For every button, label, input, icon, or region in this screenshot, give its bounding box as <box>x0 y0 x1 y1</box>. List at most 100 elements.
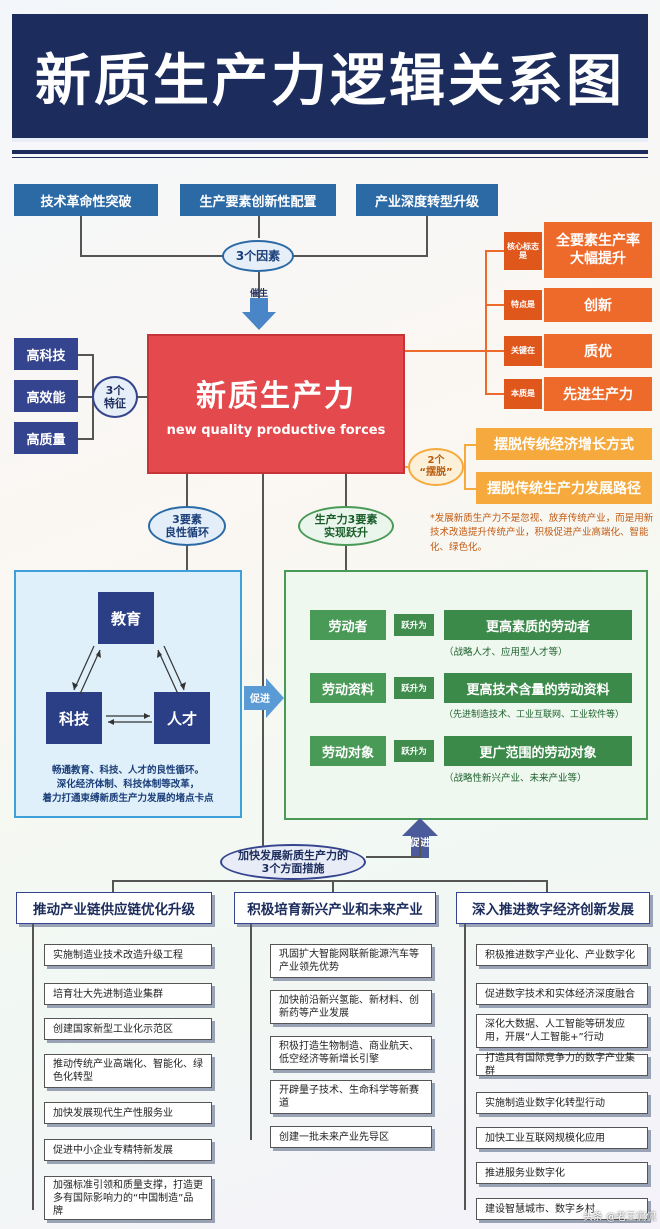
column-head-emerging-industries: 积极培育新兴产业和未来产业 <box>234 892 436 924</box>
node-talent: 人才 <box>154 692 210 744</box>
column-1-item: 促进中小企业专精特新发展 <box>44 1139 212 1161</box>
cycle-description: 畅通教育、科技、人才的良性循环。 深化经济体制、科技体制等改革， 着力打通束缚新… <box>18 764 238 805</box>
attr-label-feature: 特点是 <box>504 290 542 320</box>
column-1-item: 实施制造业技术改造升级工程 <box>44 944 212 966</box>
element-means: 劳动资料 <box>310 673 386 703</box>
leap-label: 跃升为 <box>394 677 434 699</box>
column-2-item: 巩固扩大智能网联新能源汽车等产业领先优势 <box>270 944 432 978</box>
connector <box>485 250 505 252</box>
element-means-sub: （先进制造技术、工业互联网、工业软件等） <box>444 710 625 720</box>
column-3-item: 推进服务业数字化 <box>476 1162 648 1184</box>
column-1-item: 创建国家新型工业化示范区 <box>44 1018 212 1040</box>
connector <box>112 880 546 882</box>
leap-badge-line1: 生产力3要素 <box>314 512 378 526</box>
connector <box>366 856 420 858</box>
connector <box>78 438 92 440</box>
column-3-item: 加快工业互联网规模化应用 <box>476 1127 648 1149</box>
node-education: 教育 <box>98 592 154 644</box>
column-3-item: 深化大数据、人工智能等研发应用，开展“人工智能+”行动 <box>476 1014 648 1048</box>
column-spine <box>464 924 466 1210</box>
leap-label: 跃升为 <box>394 614 434 636</box>
connector <box>419 840 421 858</box>
element-means-upgraded: 更高技术含量的劳动资料 <box>444 673 632 703</box>
measures-badge-line1: 加快发展新质生产力的 <box>238 848 348 862</box>
connector <box>485 393 505 395</box>
column-1-item: 培育壮大先进制造业集群 <box>44 983 212 1005</box>
connector <box>258 272 260 306</box>
column-2-item: 加快前沿新兴氢能、新材料、创新药等产业发展 <box>270 990 432 1024</box>
connector <box>136 396 147 398</box>
feature-high-tech: 高科技 <box>14 338 78 370</box>
connector <box>78 396 92 398</box>
page-title: 新质生产力逻辑关系图 <box>35 48 625 114</box>
title-divider-thin <box>12 157 648 158</box>
column-1-item: 加快发展现代生产性服务业 <box>44 1102 212 1124</box>
catalyze-label: 催生 <box>249 289 268 299</box>
connector <box>426 216 428 256</box>
connector <box>464 488 476 490</box>
connector <box>485 250 487 394</box>
column-2-item: 积极打造生物制造、商业航天、低空经济等新增长引擎 <box>270 1036 432 1070</box>
title-banner: 新质生产力逻辑关系图 <box>12 14 648 142</box>
leap-badge-line2: 实现跃升 <box>324 526 368 539</box>
element-object-sub: （战略性新兴产业、未来产业等） <box>444 773 587 784</box>
elements-leap-badge: 生产力3要素 实现跃升 <box>298 506 394 546</box>
leap-label: 跃升为 <box>394 740 434 762</box>
features-badge-line1: 3个 <box>105 383 125 397</box>
core-subtitle: new quality productive forces <box>166 422 386 438</box>
measures-badge-line2: 3个方面措施 <box>261 862 325 875</box>
attr-label-core-sign: 核心标志是 <box>504 232 542 270</box>
connector <box>405 350 487 352</box>
breakaway-growth-mode: 摆脱传统经济增长方式 <box>476 428 652 460</box>
watermark: 头条 @老王侃侃 <box>582 1212 656 1223</box>
column-2-item: 开辟量子技术、生命科学等新赛道 <box>270 1080 432 1114</box>
element-labor-upgraded: 更高素质的劳动者 <box>444 610 632 640</box>
factor-box-allocation: 生产要素创新性配置 <box>180 184 336 216</box>
cycle-badge-line1: 3要素 <box>172 512 202 526</box>
breakaway-development-path: 摆脱传统生产力发展路径 <box>476 472 652 504</box>
column-3-item: 促进数字技术和实体经济深度融合 <box>476 983 648 1005</box>
cycle-desc-line2: 深化经济体制、科技体制等改革， <box>56 778 200 790</box>
feature-high-efficiency: 高效能 <box>14 380 78 412</box>
column-head-digital-economy: 深入推进数字经济创新发展 <box>456 892 650 924</box>
column-1-item: 推动传统产业高端化、智能化、绿色化转型 <box>44 1054 212 1088</box>
factor-box-upgrade: 产业深度转型升级 <box>356 184 498 216</box>
attr-value-tfp: 全要素生产率大幅提升 <box>544 222 652 278</box>
column-spine <box>32 924 34 1210</box>
node-technology: 科技 <box>46 692 102 744</box>
column-3-item: 实施制造业数字化转型行动 <box>476 1092 648 1114</box>
feature-high-quality: 高质量 <box>14 422 78 454</box>
column-spine <box>250 924 252 1140</box>
cycle-desc-line1: 畅通教育、科技、人才的良性循环。 <box>51 765 204 776</box>
measures-badge: 加快发展新质生产力的 3个方面措施 <box>220 844 366 880</box>
factors-badge: 3个因素 <box>222 240 294 272</box>
column-2-item: 创建一批未来产业先导区 <box>270 1126 432 1148</box>
breakaway-badge: 2个 “摆脱” <box>408 448 464 486</box>
connector <box>485 304 505 306</box>
features-badge-line2: 特征 <box>104 397 126 410</box>
column-3-item: 积极推进数字产业化、产业数字化 <box>476 944 648 966</box>
breakaway-note: *发展新质生产力不是忽视、放弃传统产业，而是用新技术改造提升传统产业，积极促进产… <box>430 513 654 553</box>
column-head-supply-chain: 推动产业链供应链优化升级 <box>16 892 212 924</box>
element-labor-sub: （战略人才、应用型人才等） <box>444 647 568 658</box>
column-3-item: 打造具有国际竞争力的数字产业集群 <box>476 1053 648 1077</box>
connector <box>332 880 334 892</box>
connector <box>258 216 260 238</box>
title-divider <box>12 150 648 154</box>
attr-label-essence: 本质是 <box>504 379 542 409</box>
element-object-upgraded: 更广范围的劳动对象 <box>444 736 632 766</box>
connector <box>262 474 264 846</box>
attr-value-advanced: 先进生产力 <box>544 377 652 411</box>
elements-cycle-badge: 3要素 良性循环 <box>148 506 226 546</box>
connector <box>546 880 548 892</box>
connector <box>464 444 476 446</box>
attr-value-quality: 质优 <box>544 334 652 368</box>
cycle-arrows-icon <box>72 645 186 695</box>
factor-box-tech: 技术革命性突破 <box>14 184 158 216</box>
connector <box>485 350 505 352</box>
column-3-item: 建设智慧城市、数字乡村 <box>476 1198 648 1220</box>
right-arrow-icon <box>244 678 284 718</box>
up-arrow-icon <box>402 818 438 858</box>
connector <box>464 444 466 490</box>
down-arrow-icon <box>242 298 276 330</box>
